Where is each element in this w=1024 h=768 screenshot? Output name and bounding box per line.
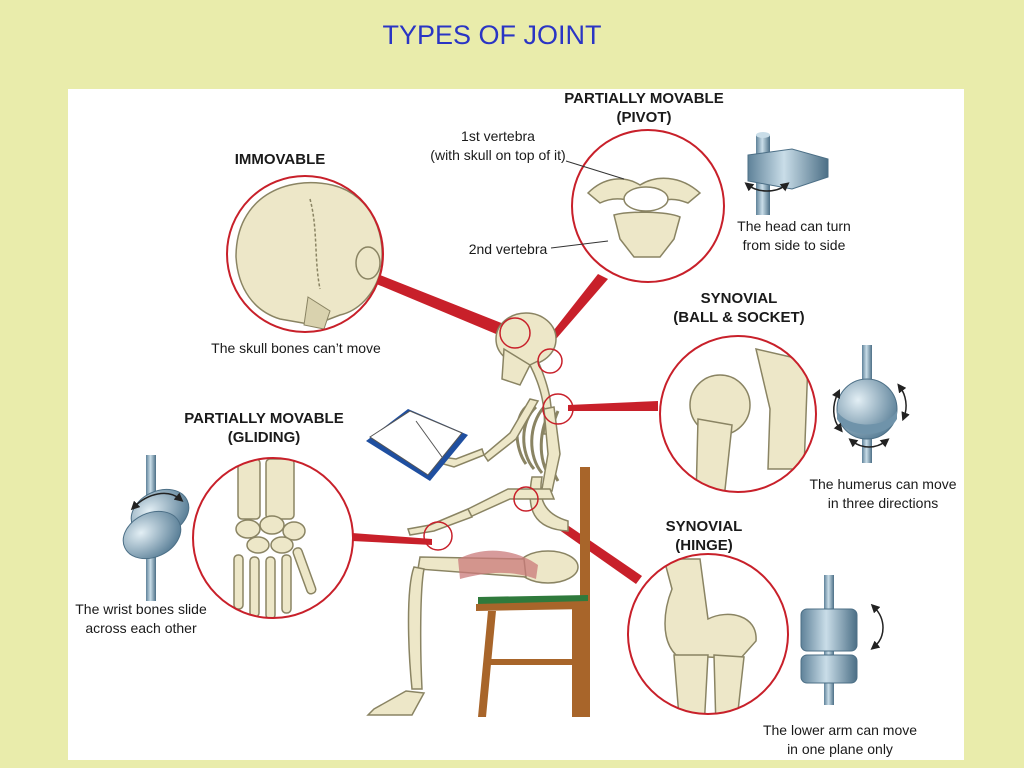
- pivot-caption: The head can turn from side to side: [737, 218, 851, 253]
- immovable-caption: The skull bones can’t move: [211, 340, 381, 356]
- pivot-vertebra-circle: [571, 129, 725, 283]
- gliding-caption: The wrist bones slide across each other: [75, 601, 207, 636]
- callout-line-1st-vertebra: [565, 160, 625, 180]
- gliding-heading: PARTIALLY MOVABLE (GLIDING): [184, 410, 344, 446]
- joint-diagram: [122, 129, 910, 717]
- immovable-heading: IMMOVABLE: [234, 151, 326, 168]
- first-vertebra-callout: 1st vertebra (with skull on top of it): [430, 128, 566, 163]
- pivot-heading: PARTIALLY MOVABLE (PIVOT): [564, 90, 724, 126]
- immovable-skull-circle: [226, 175, 384, 333]
- second-vertebra-callout: 2nd vertebra: [468, 241, 548, 257]
- open-book: [366, 409, 468, 481]
- ball-socket-heading: SYNOVIAL (BALL & SOCKET): [673, 290, 805, 326]
- ball-socket-shoulder-circle: [659, 335, 817, 493]
- slide-title: TYPES OF JOINT: [382, 20, 602, 50]
- seated-skeleton: [366, 312, 579, 716]
- pivot-cylinder-icon: [744, 132, 829, 215]
- hinge-cylinder-icon: [800, 575, 884, 705]
- ball-socket-caption: The humerus can move in three directions: [809, 476, 957, 511]
- thigh-muscle: [458, 550, 538, 579]
- hinge-caption: The lower arm can move in one plane only: [762, 722, 918, 757]
- ball-socket-icon: [831, 345, 910, 463]
- hinge-elbow-circle: [627, 553, 789, 715]
- gliding-discs-icon: [122, 455, 190, 601]
- gliding-wrist-circle: [192, 457, 354, 619]
- callout-line-2nd-vertebra: [550, 240, 609, 249]
- diagram-panel: PARTIALLY MOVABLE (PIVOT) 1st vertebra (…: [68, 89, 964, 760]
- chair: [476, 467, 590, 717]
- hinge-heading: SYNOVIAL (HINGE): [665, 518, 743, 554]
- joint-markers: [423, 317, 574, 551]
